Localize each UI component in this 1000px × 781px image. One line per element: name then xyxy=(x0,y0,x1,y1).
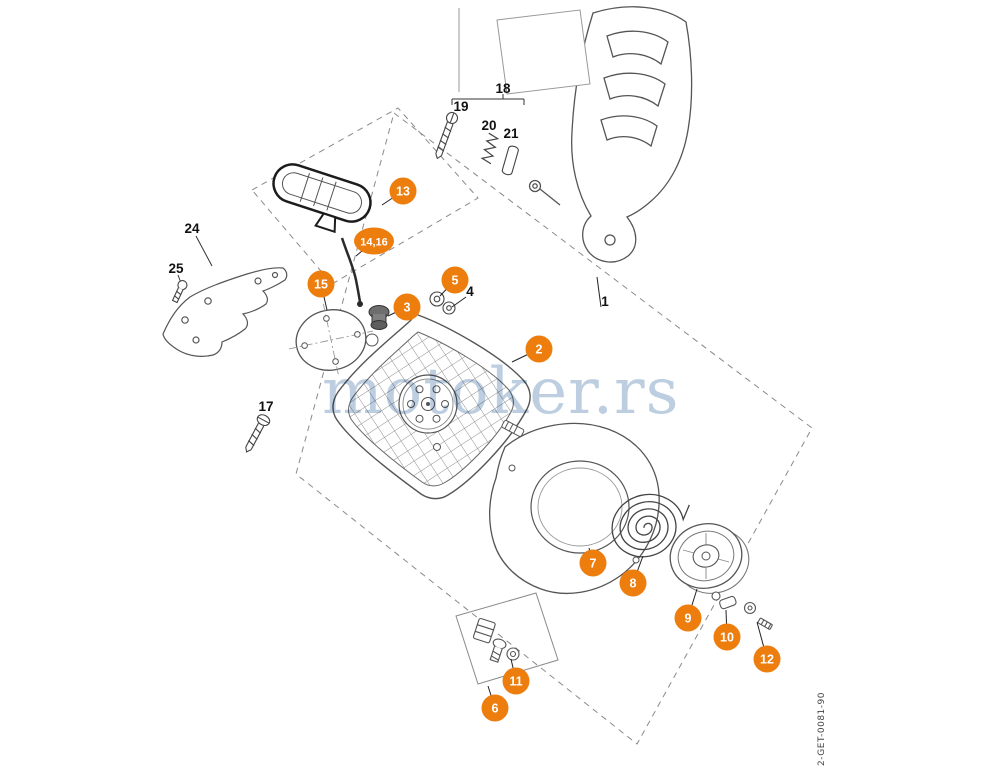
part-rewind-spring xyxy=(611,493,690,558)
svg-text:21: 21 xyxy=(503,126,519,141)
svg-text:1: 1 xyxy=(601,294,609,309)
svg-text:19: 19 xyxy=(453,99,468,114)
part-info-label xyxy=(458,8,591,95)
callout-14-16: 14,16 xyxy=(354,227,394,257)
svg-text:18: 18 xyxy=(495,81,511,96)
part-clip-washer xyxy=(743,601,773,630)
svg-text:5: 5 xyxy=(452,274,459,288)
part-chain-catcher xyxy=(162,267,288,357)
label-25: 25 xyxy=(168,261,184,276)
part-screw-17 xyxy=(245,414,271,453)
part-grommet xyxy=(368,305,390,330)
part-pawl-kit xyxy=(711,591,737,610)
callout-layer: 13 14,16 15 3 5 2 7 8 9 10 12 11 6 18 19 20 21 24 25 17 1 4 xyxy=(168,81,781,722)
label-20: 20 xyxy=(481,118,496,133)
svg-text:11: 11 xyxy=(509,675,522,689)
svg-text:17: 17 xyxy=(258,399,273,414)
label-bracket-24 xyxy=(195,235,213,267)
part-fan-housing xyxy=(332,314,531,500)
part-hand-guard xyxy=(528,6,693,263)
part-screw-19 xyxy=(435,111,459,160)
doc-code: 2-GET-0081-90 xyxy=(817,692,827,766)
callout-12: 12 xyxy=(753,621,781,673)
svg-text:13: 13 xyxy=(396,185,410,199)
callout-7: 7 xyxy=(579,547,607,577)
label-bracket-18 xyxy=(451,94,525,105)
callout-11: 11 xyxy=(502,658,530,695)
svg-text:15: 15 xyxy=(314,278,328,292)
svg-text:24: 24 xyxy=(184,221,200,236)
svg-text:25: 25 xyxy=(168,261,184,276)
part-pin-21 xyxy=(501,145,519,176)
svg-text:8: 8 xyxy=(630,577,637,591)
label-4: 4 xyxy=(451,284,474,308)
part-sealing-plate xyxy=(288,303,374,377)
svg-text:7: 7 xyxy=(590,557,597,571)
callout-6: 6 xyxy=(481,685,509,722)
svg-text:10: 10 xyxy=(720,631,734,645)
callout-13: 13 xyxy=(381,177,417,206)
label-19: 19 xyxy=(453,99,468,114)
part-screw-25 xyxy=(171,280,188,304)
label-24: 24 xyxy=(184,221,200,236)
label-18: 18 xyxy=(495,81,511,96)
label-17: 17 xyxy=(258,399,273,414)
part-baffle xyxy=(488,422,660,595)
part-washers xyxy=(429,291,456,315)
svg-text:2: 2 xyxy=(536,343,543,357)
callout-3: 3 xyxy=(387,293,421,321)
svg-text:3: 3 xyxy=(404,301,411,315)
svg-text:4: 4 xyxy=(466,284,474,299)
callout-5: 5 xyxy=(439,266,469,297)
svg-text:12: 12 xyxy=(760,653,774,667)
label-21: 21 xyxy=(503,126,519,141)
callout-10: 10 xyxy=(713,609,741,651)
part-spring-20 xyxy=(480,132,500,165)
part-starter-grip xyxy=(272,163,372,307)
svg-text:20: 20 xyxy=(481,118,496,133)
part-screw-set xyxy=(472,617,520,663)
callout-15: 15 xyxy=(307,270,335,311)
label-1: 1 xyxy=(596,276,609,309)
hardware-box-outline xyxy=(455,592,559,685)
svg-text:6: 6 xyxy=(492,702,499,716)
callout-8: 8 xyxy=(619,555,647,597)
svg-text:9: 9 xyxy=(685,612,692,626)
svg-text:14,16: 14,16 xyxy=(360,237,388,249)
part-rope-rotor xyxy=(669,523,750,594)
callout-2: 2 xyxy=(511,335,553,363)
callout-9: 9 xyxy=(674,588,702,632)
